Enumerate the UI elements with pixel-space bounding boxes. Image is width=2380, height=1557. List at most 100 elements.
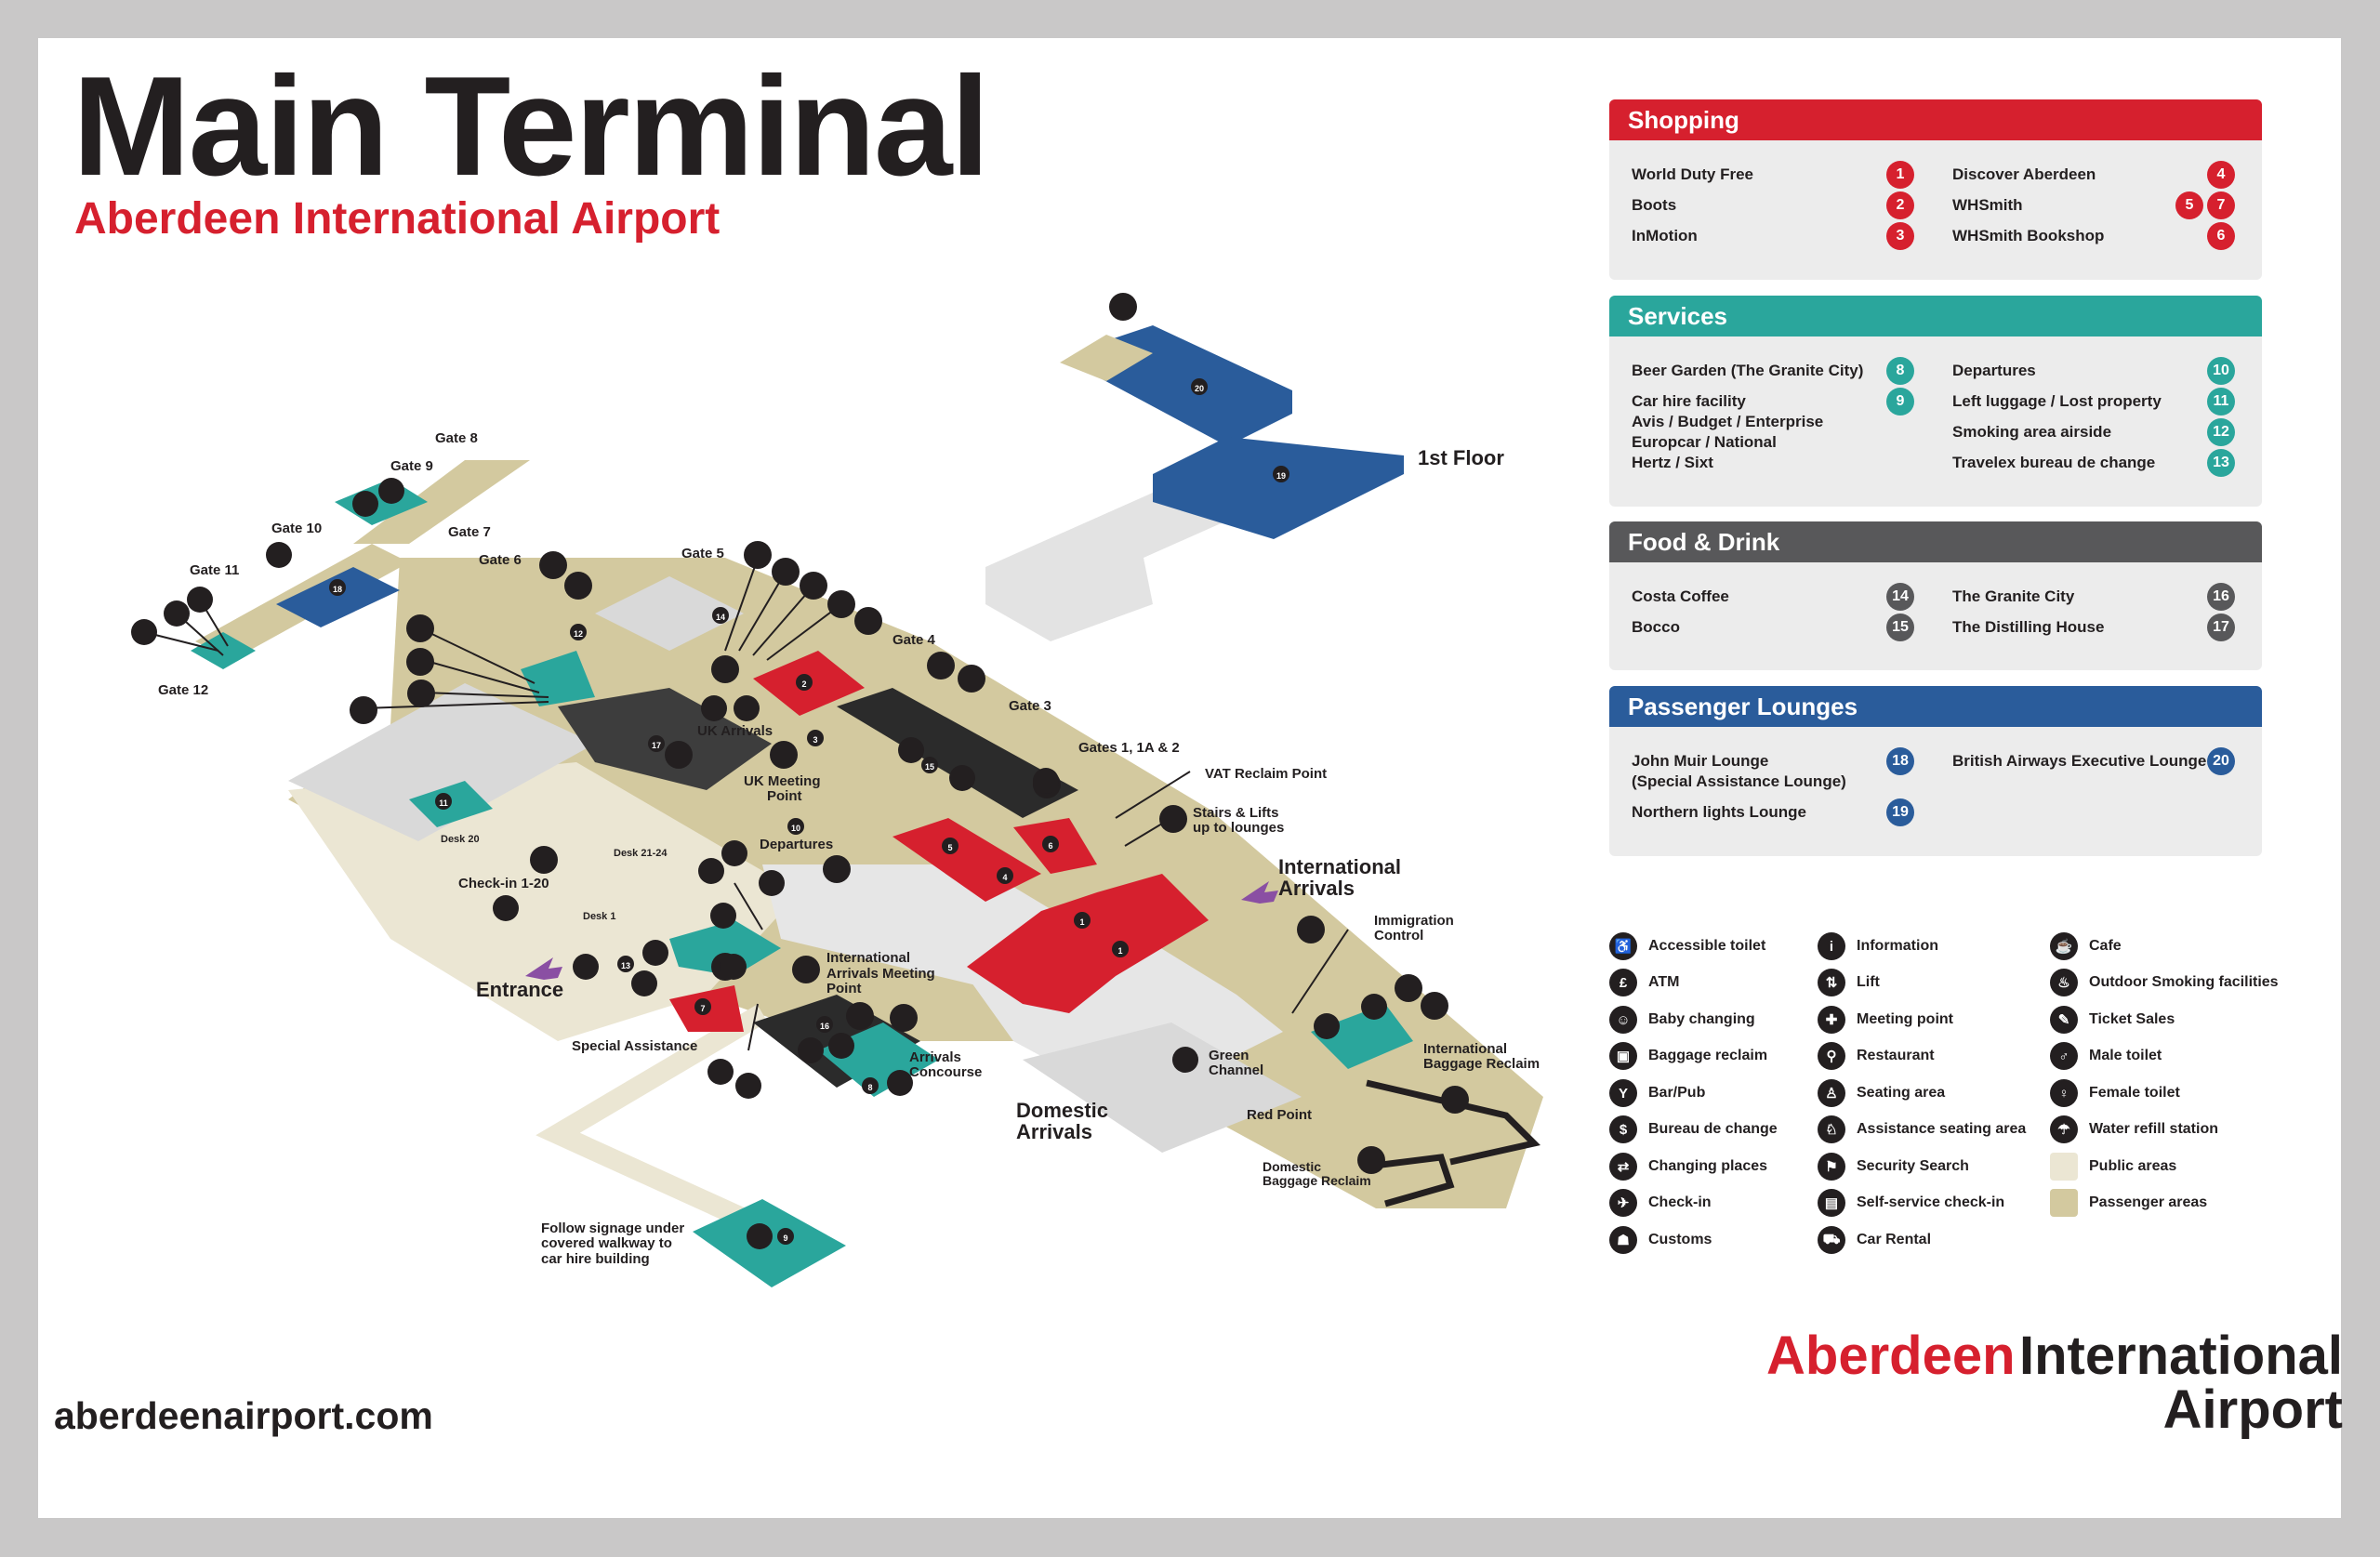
map-building-grey	[1023, 1023, 1302, 1153]
gate-9-label: Gate 9	[390, 458, 433, 474]
lift-icon	[927, 652, 955, 680]
service-item: Hertz / Sixt	[1632, 454, 1713, 471]
special-assistance-label: Special Assistance	[572, 1038, 697, 1054]
legend-item: ✎Ticket Sales	[2050, 1005, 2175, 1035]
food-panel: Food & Drink Costa Coffee 14 Bocco 15 Th…	[1609, 521, 2262, 670]
self-service-check-in-icon	[898, 737, 924, 763]
green-channel-label: Green	[1209, 1048, 1249, 1063]
map-pin: 6	[1042, 836, 1059, 852]
lift-icon	[1109, 293, 1137, 321]
shop-item: WHSmith	[1952, 196, 2023, 214]
smoking-icon: ♨	[2050, 969, 2078, 996]
map-pin: 11	[435, 793, 452, 810]
ticket-sales-icon: ✎	[2050, 1006, 2078, 1034]
check-in-icon	[828, 1033, 854, 1059]
svg-text:5: 5	[947, 843, 952, 852]
shop-number: 4	[2207, 161, 2235, 189]
legend-item: ⇅Lift	[1818, 968, 1880, 997]
legend-label: Passenger areas	[2089, 1194, 2208, 1210]
legend-label: Baggage reclaim	[1648, 1048, 1768, 1063]
legend-label: Security Search	[1857, 1158, 1969, 1174]
female-toilet-icon: ♀	[2050, 1079, 2078, 1107]
svg-text:17: 17	[652, 741, 661, 750]
map-building-grey	[595, 576, 744, 651]
map-lounge-19	[1153, 437, 1404, 539]
gate-11-label: Gate 11	[190, 562, 239, 578]
legend-label: Meeting point	[1857, 1011, 1953, 1027]
changing-places-icon: ⇄	[1609, 1153, 1637, 1181]
lounge-item: John Muir Lounge	[1632, 752, 1769, 770]
map-pin: 16	[816, 1016, 833, 1033]
website-link[interactable]: aberdeenairport.com	[54, 1394, 433, 1437]
passenger-area-swatch	[2050, 1189, 2078, 1217]
map-pin: 15	[921, 757, 938, 773]
legend-label: Customs	[1648, 1232, 1712, 1247]
legend-label: Female toilet	[2089, 1085, 2180, 1101]
map-unit-dark	[837, 688, 1078, 818]
legend-label: Outdoor Smoking facilities	[2089, 974, 2279, 990]
map-text-labels: Gate 8 Gate 9 Gate 10 Gate 7 Gate 11 Gat…	[158, 430, 1540, 1267]
bureau-de-change-icon: $	[1609, 1115, 1637, 1143]
domestic-baggage-label: Domestic	[1263, 1159, 1321, 1174]
female-toilet-icon	[735, 1073, 761, 1099]
legend-label: Baby changing	[1648, 1011, 1755, 1027]
vat-reclaim-label: VAT Reclaim Point	[1205, 766, 1327, 782]
car-rental-icon	[747, 1223, 773, 1249]
service-item: Travelex bureau de change	[1952, 454, 2156, 471]
intl-arrivals-label: International	[1278, 855, 1401, 878]
legend-label: Check-in	[1648, 1194, 1712, 1210]
ticket-sales-icon	[721, 954, 747, 980]
svg-text:1: 1	[1117, 946, 1122, 956]
lounges-heading: Passenger Lounges	[1609, 686, 2262, 727]
food-number: 14	[1886, 583, 1914, 611]
map-pin: 10	[787, 818, 804, 835]
smoking-icon	[887, 1070, 913, 1096]
baggage-reclaim-icon	[1357, 1146, 1385, 1174]
svg-text:7: 7	[700, 1004, 705, 1013]
legend-label: Water refill station	[2089, 1121, 2218, 1137]
map-first-floor-top	[1060, 335, 1153, 381]
entrance-label: Entrance	[476, 978, 563, 1001]
svg-text:20: 20	[1195, 384, 1204, 393]
male-toilet-icon	[407, 680, 435, 707]
uk-meeting-point-label-2: Point	[767, 788, 802, 804]
gate-8-label: Gate 8	[435, 430, 478, 446]
map-pin: 17	[648, 735, 665, 752]
male-toilet-icon: ♂	[2050, 1042, 2078, 1070]
food-item: Costa Coffee	[1632, 587, 1729, 605]
legend-item: ✚Meeting point	[1818, 1005, 1953, 1035]
changing-places-icon	[350, 696, 377, 724]
gate-4-label: Gate 4	[892, 632, 936, 648]
map-pin: 7	[694, 998, 711, 1015]
accessible-toilet-icon	[266, 542, 292, 568]
female-toilet-icon	[827, 590, 855, 618]
legend-item: Passenger areas	[2050, 1188, 2207, 1218]
service-item: Left luggage / Lost property	[1952, 392, 2162, 410]
shop-item: World Duty Free	[1632, 165, 1753, 183]
entrance-arrow	[525, 957, 562, 980]
domestic-arrivals-label-2: Arrivals	[1016, 1120, 1092, 1143]
map-service-teal	[669, 920, 781, 976]
security-search-icon: ⚑	[1818, 1153, 1845, 1181]
immigration-label: Immigration	[1374, 913, 1454, 929]
map-unit-dark	[558, 688, 772, 790]
self-service-check-in-icon: ▤	[1818, 1189, 1845, 1217]
female-toilet-icon	[1421, 992, 1448, 1020]
svg-text:15: 15	[925, 762, 934, 772]
legend-item: ♨ Outdoor Smoking facilities	[2050, 968, 2279, 997]
female-toilet-icon	[710, 903, 736, 929]
male-toilet-icon	[164, 600, 190, 627]
legend-item: ⚲Restaurant	[1818, 1041, 1935, 1071]
accessible-toilet-icon	[1395, 974, 1422, 1002]
desk-1-label: Desk 1	[583, 911, 615, 922]
legend-label: ATM	[1648, 974, 1680, 990]
check-in-icon	[665, 741, 693, 769]
self-service-check-in-icon	[530, 846, 558, 874]
male-toilet-icon	[759, 870, 785, 896]
information-icon	[1361, 994, 1387, 1020]
map-pin: 2	[796, 674, 813, 691]
legend-item: ▣Baggage reclaim	[1609, 1041, 1767, 1071]
food-number: 15	[1886, 614, 1914, 641]
shop-item: Boots	[1632, 196, 1677, 214]
